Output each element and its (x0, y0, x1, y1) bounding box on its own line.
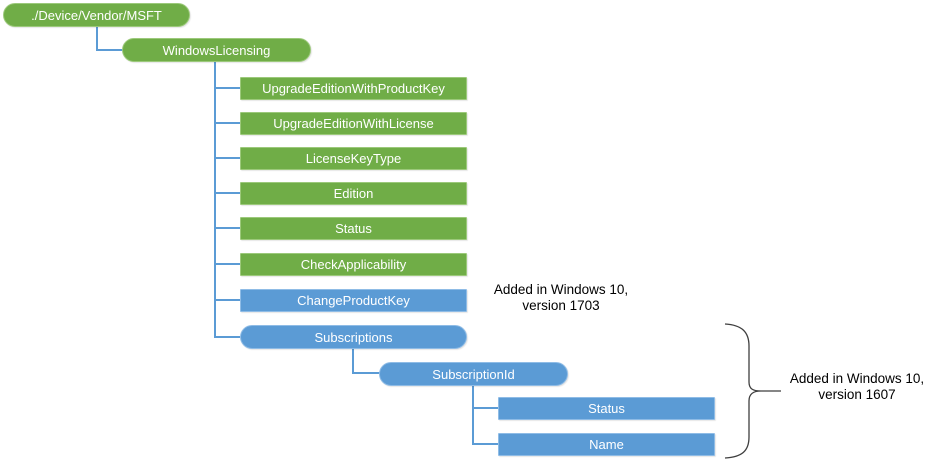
connector-branch-5 (214, 227, 240, 229)
connector-subscriptionid-trunk (472, 386, 474, 445)
connector-subscriptions-elbow (352, 372, 380, 374)
connector-trunk (214, 62, 216, 338)
connector-branch-7 (214, 299, 240, 301)
node-subscriptionid: SubscriptionId (379, 362, 568, 386)
node-upgradeeditionwithlicense: UpgradeEditionWithLicense (240, 112, 467, 135)
connector-branch-4 (214, 192, 240, 194)
node-licensekeytype: LicenseKeyType (240, 147, 467, 170)
node-status: Status (240, 217, 467, 240)
node-changeproductkey: ChangeProductKey (240, 289, 467, 312)
node-upgradeeditionwithproductkey: UpgradeEditionWithProductKey (240, 77, 467, 100)
node-subscription-name: Name (498, 433, 715, 456)
connector-branch-3 (214, 157, 240, 159)
annotation-1703-line2: version 1703 (522, 297, 600, 313)
node-checkapplicability: CheckApplicability (240, 253, 467, 276)
connector-subscriptions-drop (352, 349, 354, 374)
connector-root-drop (96, 27, 98, 51)
connector-root-elbow (96, 49, 123, 51)
connector-branch-8 (214, 336, 240, 338)
annotation-version-1607: Added in Windows 10, version 1607 (762, 371, 940, 402)
node-subscription-status: Status (498, 397, 715, 420)
node-device-vendor-msft: ./Device/Vendor/MSFT (3, 3, 190, 27)
annotation-1703-line1: Added in Windows 10, (493, 282, 629, 297)
annotation-version-1703: Added in Windows 10, version 1703 (466, 282, 656, 313)
connector-branch-status (472, 407, 498, 409)
node-edition: Edition (240, 182, 467, 205)
node-windowslicensing: WindowsLicensing (122, 38, 311, 62)
connector-branch-name (472, 443, 498, 445)
node-subscriptions: Subscriptions (240, 325, 467, 349)
annotation-1607-line1: Added in Windows 10, (789, 371, 925, 386)
connector-branch-1 (214, 87, 240, 89)
annotation-1607-line2: version 1607 (818, 386, 896, 402)
connector-branch-2 (214, 122, 240, 124)
connector-branch-6 (214, 263, 240, 265)
